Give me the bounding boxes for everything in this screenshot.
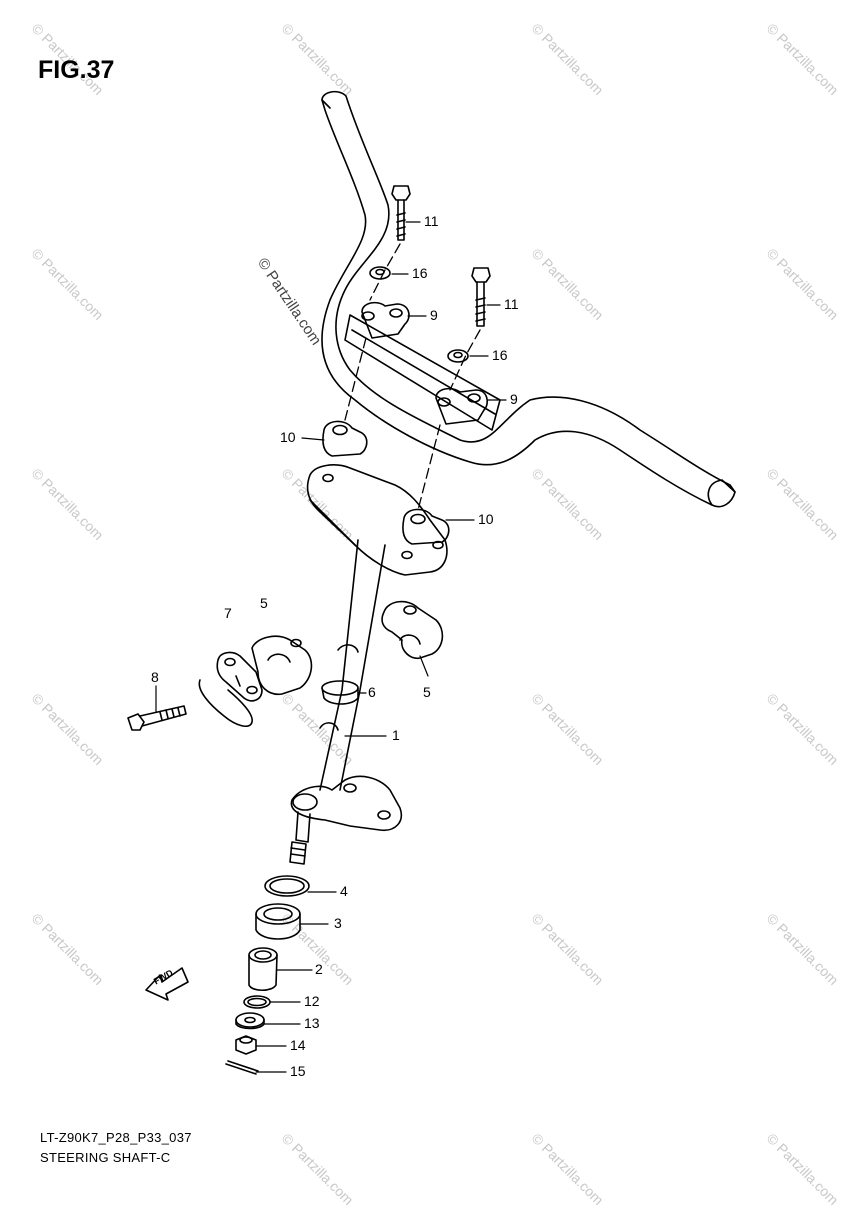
callout-6: 6: [368, 684, 376, 700]
front-direction-arrow: [145, 967, 189, 1001]
bushing-6: [321, 680, 359, 705]
bolt-8: [127, 705, 187, 731]
callout-5: 5: [423, 684, 431, 700]
callout-3: 3: [334, 915, 342, 931]
callout-1: 1: [392, 727, 400, 743]
callout-8: 8: [151, 669, 159, 685]
figure-code: LT-Z90K7_P28_P33_037: [40, 1130, 192, 1145]
cotter-pin-15: [225, 1060, 259, 1075]
callout-11: 11: [424, 213, 439, 229]
figure-title: FIG.37: [38, 56, 115, 84]
callout-9: 9: [510, 391, 518, 407]
figure-caption: STEERING SHAFT-C: [40, 1150, 171, 1165]
shaft-holder-5-right: [381, 600, 444, 660]
o-ring-4: [264, 875, 310, 897]
callout-14: 14: [290, 1037, 306, 1053]
column-upper-bracket: [306, 464, 448, 576]
holder-10-right: [402, 508, 450, 545]
holder-9-right: [435, 387, 489, 425]
steering-shaft: [289, 539, 402, 865]
holder-9-left: [361, 301, 410, 339]
callout-12: 12: [304, 993, 320, 1009]
assembly-centerlines: [344, 243, 481, 511]
washer-16-right: [447, 349, 469, 363]
callout-10: 10: [280, 429, 296, 445]
callout-2: 2: [315, 961, 323, 977]
bush-2: [248, 947, 278, 992]
callout-5: 5: [260, 595, 268, 611]
holder-10-left: [322, 420, 368, 457]
bolt-11-left: [391, 185, 411, 241]
leader-lines: [155, 221, 507, 1073]
callout-15: 15: [290, 1063, 306, 1079]
callout-9: 9: [430, 307, 438, 323]
callout-11: 11: [504, 296, 519, 312]
callout-16: 16: [492, 347, 508, 363]
callout-7: 7: [224, 605, 232, 621]
callout-13: 13: [304, 1015, 320, 1031]
washer-13: [235, 1012, 265, 1030]
bolt-11-right: [471, 267, 491, 327]
washer-12: [243, 995, 271, 1009]
callout-10: 10: [478, 511, 494, 527]
handlebar: [321, 90, 736, 508]
shaft-holder-5-left: [251, 635, 313, 696]
oil-seal-3: [255, 903, 301, 940]
nut-14: [235, 1035, 257, 1055]
callout-4: 4: [340, 883, 348, 899]
callout-16: 16: [412, 265, 428, 281]
lock-plate-7: [198, 651, 263, 728]
washer-16-left: [369, 266, 391, 280]
